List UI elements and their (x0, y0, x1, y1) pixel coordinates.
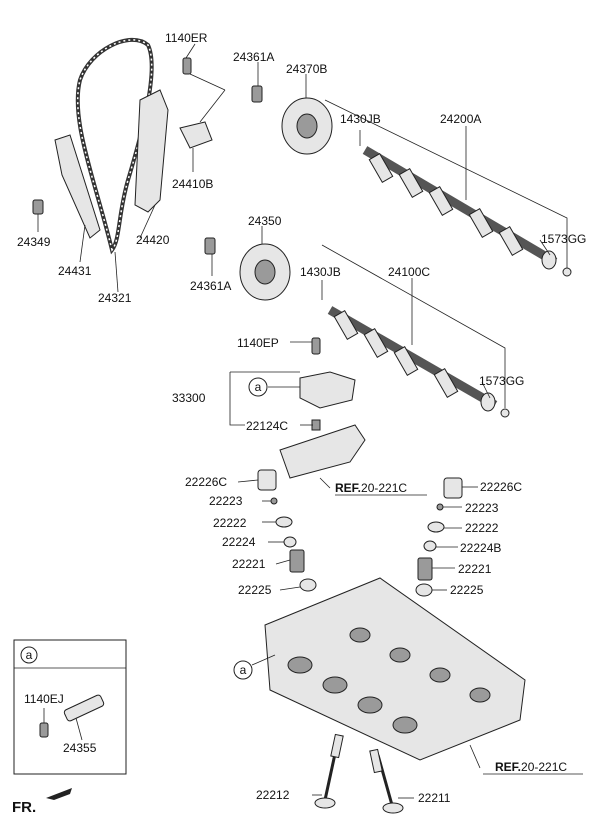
label-24370B: 24370B (286, 62, 327, 76)
svg-text:REF.20-221C: REF.20-221C (335, 481, 407, 495)
svg-text:REF.20-221C: REF.20-221C (495, 760, 567, 774)
label-22226C-right: 22226C (480, 480, 522, 494)
plug-1573GG-mid (500, 408, 510, 418)
label-1430JB-top: 1430JB (340, 112, 381, 126)
retainer-22223-right (436, 503, 444, 511)
valve-22211 (369, 748, 404, 814)
seal-22225-right (415, 583, 433, 597)
ref-upper-prefix: REF. (335, 481, 361, 495)
bolt-1140ER (182, 57, 192, 75)
inset-callout-letter: a (26, 648, 33, 662)
label-22211: 22211 (418, 791, 451, 805)
retainer-22223-left (270, 497, 278, 505)
fr-arrow-icon (46, 788, 72, 800)
label-24361A-mid: 24361A (190, 279, 231, 293)
label-1430JB-mid: 1430JB (300, 265, 341, 279)
bolt-24349 (32, 199, 44, 215)
svg-text:a: a (240, 663, 247, 677)
ref-callout-upper[interactable]: REF.20-221C (335, 481, 427, 496)
part-22124C (311, 419, 321, 431)
label-24200A: 24200A (440, 112, 481, 126)
bolt-1140EJ (39, 722, 49, 738)
label-22212: 22212 (256, 788, 290, 802)
label-22225-left: 22225 (238, 583, 272, 597)
timing-chain (75, 38, 154, 255)
label-22225-right: 22225 (450, 583, 484, 597)
label-22224B: 22224B (460, 541, 501, 555)
front-direction-indicator: FR. (12, 788, 72, 816)
camshaft-24200A (362, 146, 558, 270)
callout-a-main: a (248, 377, 268, 397)
label-1573GG-mid: 1573GG (479, 374, 524, 388)
seat-22224B-right (423, 540, 437, 552)
inset-detail-a: a 1140EJ 24355 (13, 639, 127, 775)
label-24431: 24431 (58, 264, 92, 278)
tensioner-arm-24420 (134, 89, 169, 213)
label-24410B: 24410B (172, 177, 213, 191)
tappet-22226C-right (443, 477, 463, 499)
label-1140EJ: 1140EJ (24, 692, 64, 706)
spring-22221-left (289, 549, 305, 573)
seal-22225-left (299, 578, 317, 592)
label-33300: 33300 (172, 391, 206, 405)
retainer-22222-left (275, 516, 293, 528)
label-22221-right: 22221 (458, 562, 492, 576)
label-22223-left: 22223 (209, 494, 243, 508)
ref-lower-number: 20-221C (521, 760, 567, 774)
label-24100C: 24100C (388, 265, 430, 279)
fr-label: FR. (12, 799, 36, 816)
svg-text:a: a (255, 380, 262, 394)
ref-upper-number: 20-221C (361, 481, 407, 495)
actuator-33300 (299, 371, 356, 409)
callout-a-cylhead: a (233, 660, 253, 680)
label-22221-left: 22221 (232, 557, 266, 571)
sensor-24355 (63, 694, 105, 722)
ref-lower-prefix: REF. (495, 760, 521, 774)
seat-22224-left (283, 536, 297, 548)
tappet-22226C-left (257, 469, 277, 491)
cylinder-head-ports (287, 627, 491, 734)
label-22222-right: 22222 (465, 521, 499, 535)
plug-1573GG-top (562, 267, 572, 277)
chain-guide-24431 (54, 134, 101, 239)
valve-22212 (314, 733, 344, 809)
leader-lines (37, 43, 551, 799)
label-22224: 22224 (222, 535, 256, 549)
bolt-24361A-mid (204, 237, 216, 255)
bearing-cap (279, 424, 366, 479)
label-24350: 24350 (248, 214, 282, 228)
cylinder-head (264, 577, 526, 761)
retainer-22222-right (427, 521, 445, 533)
label-1573GG-top: 1573GG (541, 232, 586, 246)
tensioner-24410B (179, 121, 213, 149)
label-22223-right: 22223 (465, 501, 499, 515)
label-22222-left: 22222 (213, 516, 247, 530)
label-24349: 24349 (17, 235, 51, 249)
ref-callout-lower[interactable]: REF.20-221C (483, 760, 583, 775)
label-1140ER: 1140ER (165, 31, 208, 45)
label-22124C: 22124C (246, 419, 288, 433)
label-1140EP: 1140EP (237, 336, 279, 350)
label-24355: 24355 (63, 741, 97, 755)
spring-22221-right (417, 557, 433, 581)
bolt-1140EP (311, 337, 321, 355)
label-24420: 24420 (136, 233, 170, 247)
label-24321: 24321 (98, 291, 132, 305)
bolt-24361A-top (251, 85, 263, 103)
label-24361A-top: 24361A (233, 50, 274, 64)
label-22226C-left: 22226C (185, 475, 227, 489)
camshaft-24100C (327, 306, 498, 412)
